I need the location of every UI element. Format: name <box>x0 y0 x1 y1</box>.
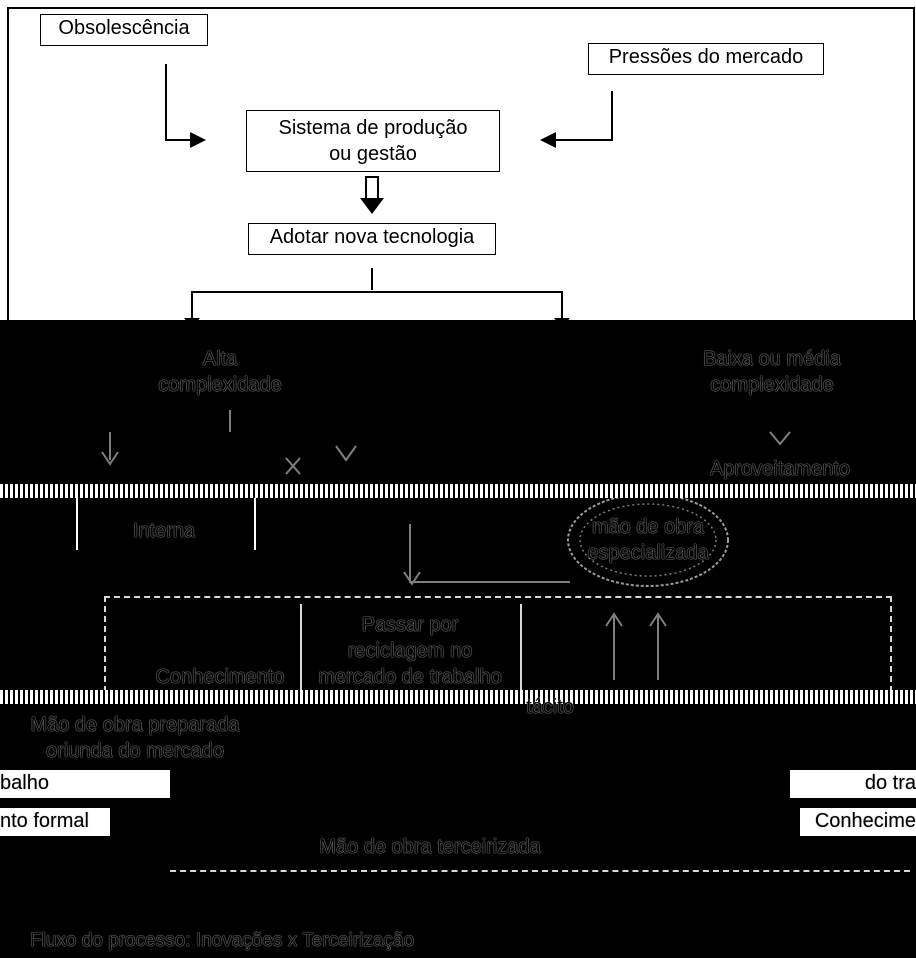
market-connector <box>556 91 613 141</box>
system-down-arrowhead <box>360 198 384 214</box>
knowledge-label: Conhecimento <box>155 666 285 688</box>
adopt-branch-connector <box>191 268 563 320</box>
left-branch-arrowhead <box>184 318 200 328</box>
work-right-label: do tra <box>864 772 916 794</box>
market-arrowhead <box>540 132 556 148</box>
obsolescence-label: Obsolescência <box>58 17 190 39</box>
figure-caption: Fluxo do processo: Inovações x Terceiriz… <box>30 930 415 951</box>
band-upper-hatch <box>0 484 916 498</box>
adopt-technology-label: Adotar nova tecnologia <box>269 226 475 248</box>
dashed-top-line <box>104 596 892 598</box>
work-left-strip <box>0 770 170 798</box>
production-system-line2: ou gestão <box>329 143 417 165</box>
market-pressures-box: Pressões do mercado <box>588 43 824 75</box>
formal-right-strip <box>800 808 916 836</box>
work-left-label: balho <box>0 772 49 794</box>
lower-region <box>0 320 916 958</box>
internal-box <box>76 498 256 550</box>
tacit-label: tácito <box>526 696 574 718</box>
prepared-labor-label: Mão de obra preparada oriunda do mercado <box>30 714 240 762</box>
dashed-bottom-line <box>170 870 910 872</box>
prepared-labor-box <box>0 706 300 768</box>
outsourced-labor-label: Mão de obra terceirizada <box>319 836 541 858</box>
production-system-line1: Sistema de produção <box>278 117 468 139</box>
obsolescence-arrowhead <box>190 132 206 148</box>
internal-label: Interna <box>132 520 196 542</box>
band-middle-hatch <box>0 690 916 704</box>
recycle-label: Passar por reciclagem no mercado de trab… <box>318 614 502 688</box>
specialized-labor-label: mão de obra especializada <box>587 516 709 564</box>
adopt-technology-box: Adotar nova tecnologia <box>248 223 496 255</box>
right-branch-arrowhead <box>554 318 570 328</box>
divider-line-2 <box>520 604 522 694</box>
market-pressures-label: Pressões do mercado <box>608 46 804 68</box>
divider-line <box>300 604 302 694</box>
use-label: Aproveitamento <box>709 458 851 480</box>
dashed-right-line <box>890 596 892 692</box>
formal-right-label: Conhecime <box>814 810 916 832</box>
low-complexity-label: Baixa ou média complexidade <box>703 348 841 396</box>
formal-left-strip <box>0 808 110 836</box>
diagram-frame <box>7 7 915 337</box>
obsolescence-box: Obsolescência <box>40 14 208 46</box>
high-complexity-label: Alta complexidade <box>158 348 282 396</box>
formal-left-label: nto formal <box>0 810 89 832</box>
dashed-left-line <box>104 596 106 692</box>
production-system-box: Sistema de produção ou gestão <box>246 110 500 172</box>
work-right-strip <box>790 770 916 798</box>
obsolescence-connector <box>165 64 192 141</box>
